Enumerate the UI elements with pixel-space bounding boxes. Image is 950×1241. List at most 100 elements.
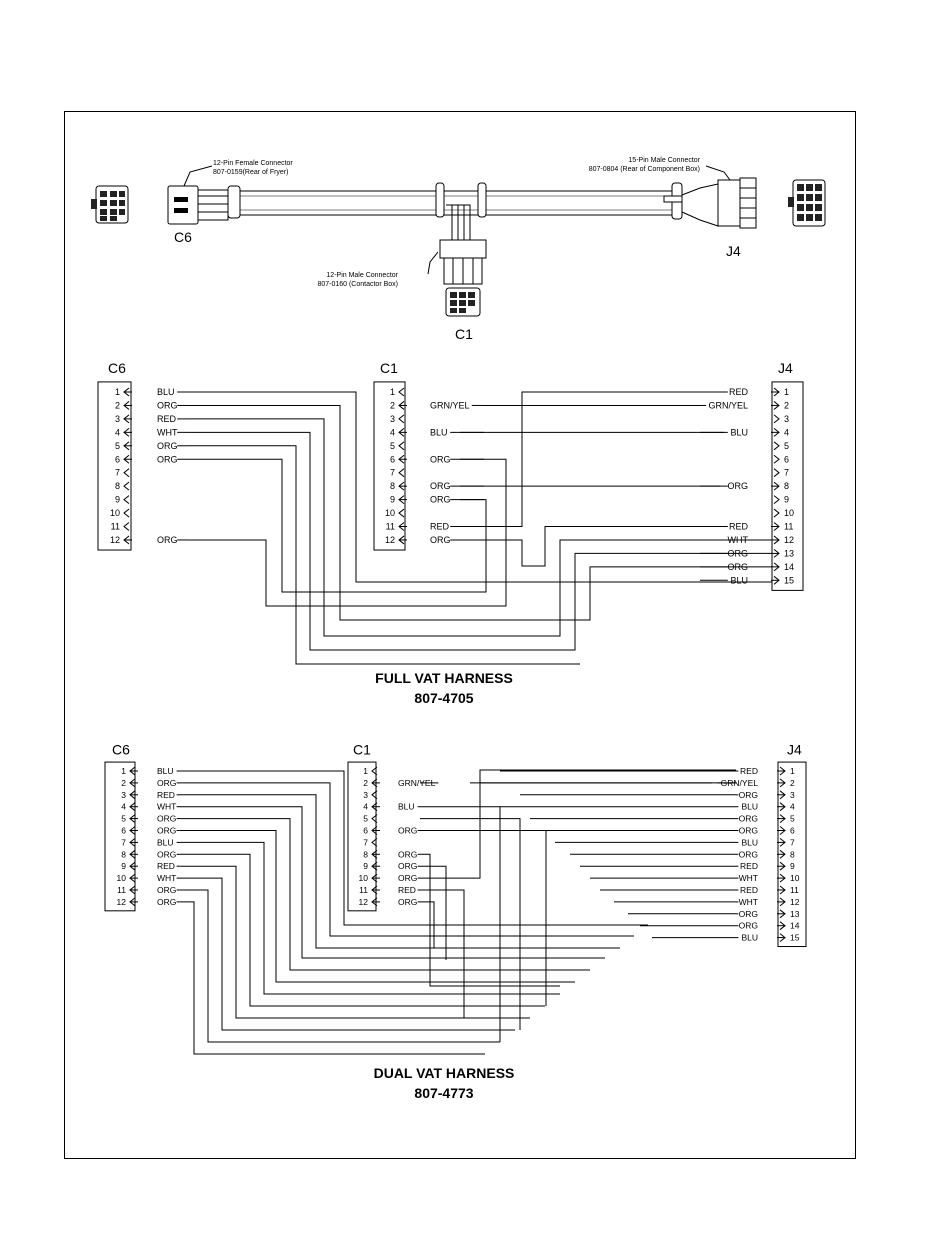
dual-c6-pin-12: 12 [117, 897, 127, 907]
full-c1-pin-1-arrow [398, 387, 405, 397]
dual-c6-box [104, 761, 136, 912]
dual-c6-wire-1: BLU [157, 766, 174, 776]
c6-callout-line2: 807-0159(Rear of Fryer) [213, 169, 288, 176]
dual-wire-route-34 [420, 769, 736, 879]
c1-connector-body [439, 239, 487, 285]
dual-j4-pin-10: 10 [790, 873, 800, 883]
full-c1-pin-9: 9 [390, 495, 395, 505]
dual-c6-wire-10: WHT [157, 873, 176, 883]
dual-c1-pin-12: 12 [359, 897, 369, 907]
full-wire-route-3 [186, 418, 772, 637]
dual-j4-wire-10: WHT [739, 873, 758, 883]
dual-wire-route-7 [180, 841, 560, 995]
full-c6-pin-7: 7 [115, 468, 120, 478]
full-j4-pin-6-arrow [773, 454, 780, 464]
dual-c6-pin-10: 10 [117, 873, 127, 883]
c1-callout-line1: 12-Pin Male Connector [326, 272, 398, 279]
dual-j4-wire-15: BLU [741, 933, 758, 943]
dual-j4-pin-5: 5 [790, 814, 795, 824]
full-c1-wire-11: RED [430, 522, 450, 532]
full-c1-pin-3-arrow [398, 414, 405, 424]
dual-c1-pin-7: 7 [363, 837, 368, 847]
dual-wire-route-29 [420, 806, 501, 1042]
dual-wire-route-33 [420, 865, 447, 960]
full-c1-pin-5-arrow [398, 441, 405, 451]
dual-j4-wire-5: ORG [739, 814, 758, 824]
dual-c6-pin-5: 5 [121, 814, 126, 824]
dual-j4-wire-14: ORG [739, 921, 758, 931]
c6-connector-body [167, 185, 241, 225]
dual-j4-pin-14: 14 [790, 921, 800, 931]
dual-wire-route-3 [180, 794, 620, 949]
dual-wire-route-12 [180, 901, 485, 1055]
dual-wire-route-35 [420, 889, 465, 1018]
dual-c1-pin-1: 1 [363, 766, 368, 776]
full-c6-pin-10-arrow [123, 508, 130, 518]
full-c6-pin-10: 10 [110, 508, 120, 518]
j4-connector-face [788, 179, 826, 227]
full-wire-route-7 [186, 458, 507, 607]
full-c6-pin-9: 9 [115, 495, 120, 505]
full-c1-wire-4: BLU [430, 427, 448, 437]
dual-c6-pin-7: 7 [121, 837, 126, 847]
dual-c6-wire-4: WHT [157, 802, 176, 812]
full-j4-pin-10-arrow [773, 508, 780, 518]
full-j4-title: J4 [778, 360, 793, 376]
dual-wire-route-10 [180, 877, 515, 1031]
dual-c6-wire-11: ORG [157, 885, 176, 895]
full-wire-route-11 [460, 391, 724, 527]
dual-c1-pin-5-arrow [371, 814, 378, 823]
full-c6-title: C6 [108, 360, 126, 376]
full-wire-route-2 [186, 404, 772, 621]
dual-j4-wire-13: ORG [739, 909, 758, 919]
dual-j4-pin-12: 12 [790, 897, 800, 907]
full-c1-pin-8: 8 [390, 481, 395, 491]
full-j4-wire-4: BLU [730, 427, 748, 437]
full-j4-pin-5: 5 [784, 441, 789, 451]
full-c6-pin-2: 2 [115, 400, 120, 410]
full-c1-title: C1 [380, 360, 398, 376]
full-j4-pin-11: 11 [784, 522, 793, 532]
dual-j4-pin-2: 2 [790, 778, 795, 788]
dual-c1-pin-10: 10 [359, 873, 369, 883]
dual-c1-box [347, 761, 377, 912]
full-j4-pin-6: 6 [784, 454, 789, 464]
full-j4-pin-5-arrow [773, 441, 780, 451]
j4-connector-body [663, 177, 757, 229]
dual-c1-pin-7-arrow [371, 838, 378, 847]
full-c1-wire-8: ORG [430, 481, 451, 491]
dual-c1-wire-6: ORG [398, 826, 417, 836]
full-vat-part-number: 807-4705 [414, 690, 473, 706]
dual-c1-pin-3-arrow [371, 790, 378, 800]
dual-c6-pin-4: 4 [121, 802, 126, 812]
full-c6-pin-6: 6 [115, 454, 120, 464]
main-cable [239, 182, 683, 240]
full-c6-pin-8: 8 [115, 481, 120, 491]
full-c6-wire-1: BLU [157, 387, 175, 397]
dual-c1-title: C1 [353, 741, 371, 757]
full-j4-pin-4: 4 [784, 427, 789, 437]
dual-c1-wire-4: BLU [398, 802, 415, 812]
full-c1-pin-2: 2 [390, 400, 395, 410]
full-c1-pin-12: 12 [385, 535, 395, 545]
full-c6-wire-3: RED [157, 414, 177, 424]
dual-j4-wire-12: WHT [739, 897, 758, 907]
full-c1-wire-12: ORG [430, 535, 451, 545]
full-c1-pin-10-arrow [398, 508, 405, 518]
dual-c1-pin-9: 9 [363, 861, 368, 871]
dual-wire-route-31 [420, 830, 547, 1006]
dual-c1-wire-9: ORG [398, 861, 417, 871]
full-c1-pin-7: 7 [390, 468, 395, 478]
dual-j4-pin-15: 15 [790, 933, 800, 943]
dual-c6-pin-8: 8 [121, 849, 126, 859]
full-c6-pin-5: 5 [115, 441, 120, 451]
full-c1-pin-10: 10 [385, 508, 395, 518]
dual-c6-pin-6: 6 [121, 826, 126, 836]
dual-j4-wire-7: BLU [741, 837, 758, 847]
j4-callout-line1: 15-Pin Male Connector [628, 157, 700, 164]
dual-wire-route-8 [180, 853, 545, 1007]
dual-c6-title: C6 [112, 741, 130, 757]
full-c6-box [97, 381, 132, 551]
dual-c6-wire-12: ORG [157, 897, 176, 907]
